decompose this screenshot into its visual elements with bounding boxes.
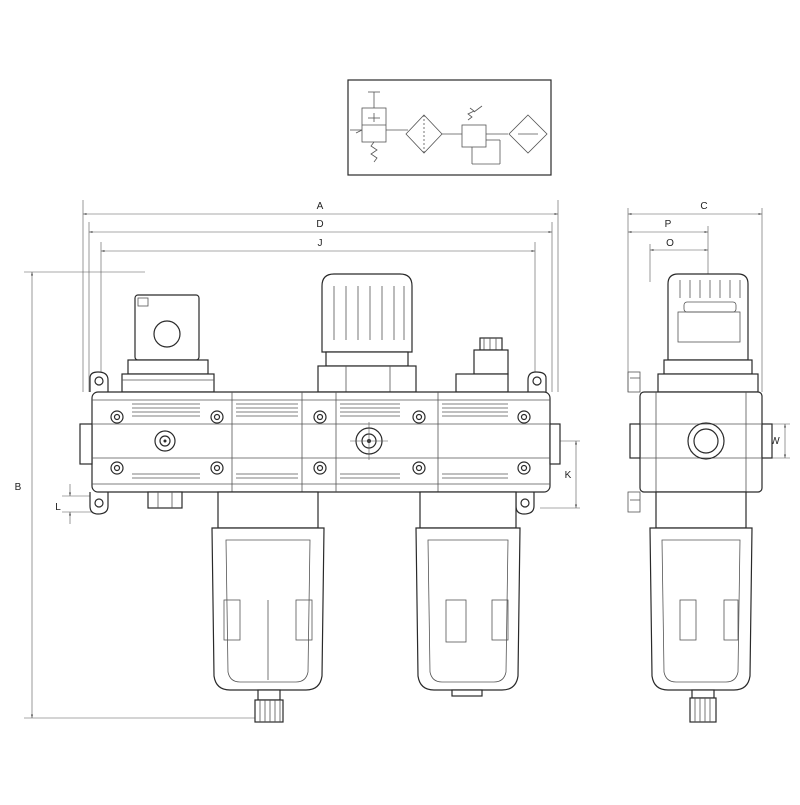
dim-label-K: K (565, 470, 572, 481)
body-bolts (110, 410, 531, 475)
front-view: A D J B L (15, 200, 580, 723)
dim-label-A: A (317, 201, 324, 212)
side-bowl (649, 491, 753, 723)
gauge-fitting (455, 337, 509, 393)
dim-label-J: J (318, 238, 323, 249)
ports (154, 422, 388, 460)
dim-label-O: O (666, 238, 674, 249)
dimension-C: C (627, 201, 763, 392)
dim-label-L: L (55, 502, 61, 513)
dimension-J: J (100, 238, 536, 378)
shutoff-valve (121, 294, 215, 393)
filter-symbol (405, 114, 462, 154)
dimension-A: A (82, 200, 559, 392)
pneumatic-symbol (347, 79, 552, 176)
side-regulator-knob (657, 273, 759, 393)
main-body (79, 391, 561, 509)
dim-label-B: B (15, 482, 22, 493)
dim-label-P: P (665, 219, 672, 230)
mounting-brackets (89, 371, 547, 515)
dimension-D: D (88, 219, 553, 392)
lubricator-symbol (508, 114, 548, 154)
body-ribs (132, 403, 508, 479)
filter-bowl (211, 491, 325, 723)
regulator-knob (317, 273, 417, 393)
symbol-frame (347, 79, 552, 176)
dim-label-W: W (770, 436, 780, 447)
dimension-O: O (649, 238, 708, 282)
regulator-symbol (461, 105, 508, 165)
lubricator-bowl (415, 491, 521, 697)
dimension-P: P (628, 219, 709, 282)
dimension-B: B (15, 271, 265, 719)
dim-label-C: C (700, 201, 707, 212)
valve-symbol (350, 91, 408, 163)
dim-label-D: D (316, 219, 323, 230)
side-view: C P O W (627, 201, 790, 723)
side-body (627, 371, 773, 513)
